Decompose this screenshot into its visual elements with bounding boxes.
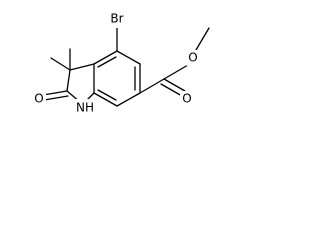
bond-aromatic-inner-3 (97, 89, 117, 101)
bromine-label: Br (110, 12, 123, 26)
bond-c2-o-1 (42, 90, 68, 96)
bond-group (42, 26, 210, 107)
bond-c3a-c4 (93, 50, 118, 65)
bond-c3a-c3 (69, 63, 95, 71)
bond-c3-methyl-1 (50, 57, 71, 71)
ester-carbonyl-oxygen-label-mask (180, 91, 194, 107)
bond-c3-c2 (66, 69, 71, 92)
bromine-label-mask (107, 10, 127, 28)
amine-label: NH (76, 101, 94, 115)
ester-ether-oxygen-label-mask (186, 50, 200, 66)
bond-c6-c7 (116, 92, 141, 107)
bond-c6-ester-carbon (139, 78, 165, 94)
bond-ester-carbonyl-1 (163, 78, 186, 92)
bond-aromatic-inner-1 (97, 56, 117, 68)
bond-c2-o-2 (43, 95, 69, 101)
ester-ether-oxygen-label: O (188, 51, 197, 65)
bond-ester-carbonyl-2 (160, 83, 183, 97)
chemical-structure: Br O NH O O (0, 0, 234, 161)
amine-label-mask (72, 99, 96, 117)
bond-c7-c7a (93, 92, 118, 107)
bond-ether-oxygen-to-methyl (195, 27, 210, 51)
ester-carbonyl-oxygen-label: O (182, 92, 191, 106)
carbonyl-oxygen-label-mask (32, 91, 46, 107)
bond-ester-to-ether-oxygen (163, 64, 189, 80)
carbonyl-oxygen-label: O (34, 92, 43, 106)
atom-label-group: Br O NH O O (32, 10, 200, 117)
bond-c4-c5 (116, 50, 141, 65)
